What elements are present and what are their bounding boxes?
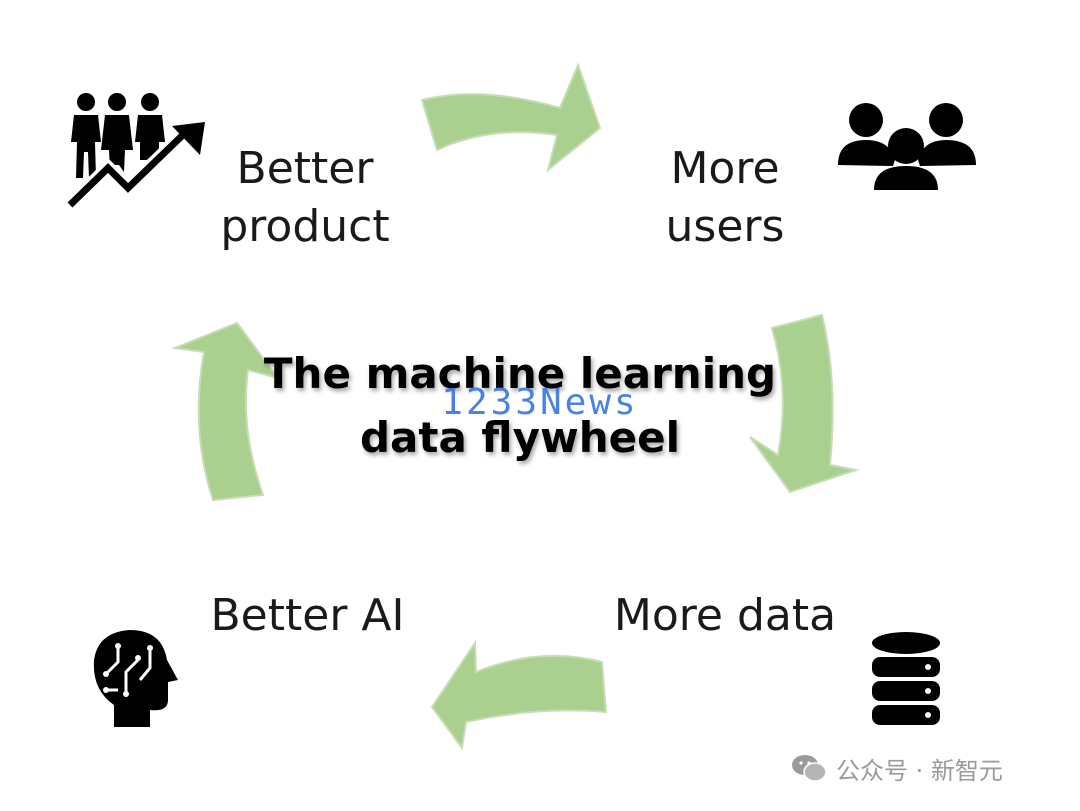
source-watermark: 公众号 · 新智元 xyxy=(790,748,1003,788)
arrow-left xyxy=(171,321,281,502)
ai-head-icon xyxy=(93,630,178,727)
people-growth-icon xyxy=(65,93,205,211)
label-better-ai: Better AI xyxy=(210,590,405,641)
watermark-brand: 1233News xyxy=(441,382,639,423)
arrow-right xyxy=(749,313,860,494)
label-better-product: Better product xyxy=(220,143,390,252)
user-group-icon xyxy=(838,103,976,190)
diagram-title: The machine learning data flywheel xyxy=(263,349,777,462)
database-icon xyxy=(872,632,940,725)
arrow-bottom xyxy=(430,639,608,751)
wechat-icon xyxy=(792,755,827,782)
label-more-data: More data xyxy=(613,590,837,641)
footer-text: 公众号 · 新智元 xyxy=(836,756,1003,785)
label-more-users: More users xyxy=(665,143,785,252)
arrow-top xyxy=(420,62,602,173)
